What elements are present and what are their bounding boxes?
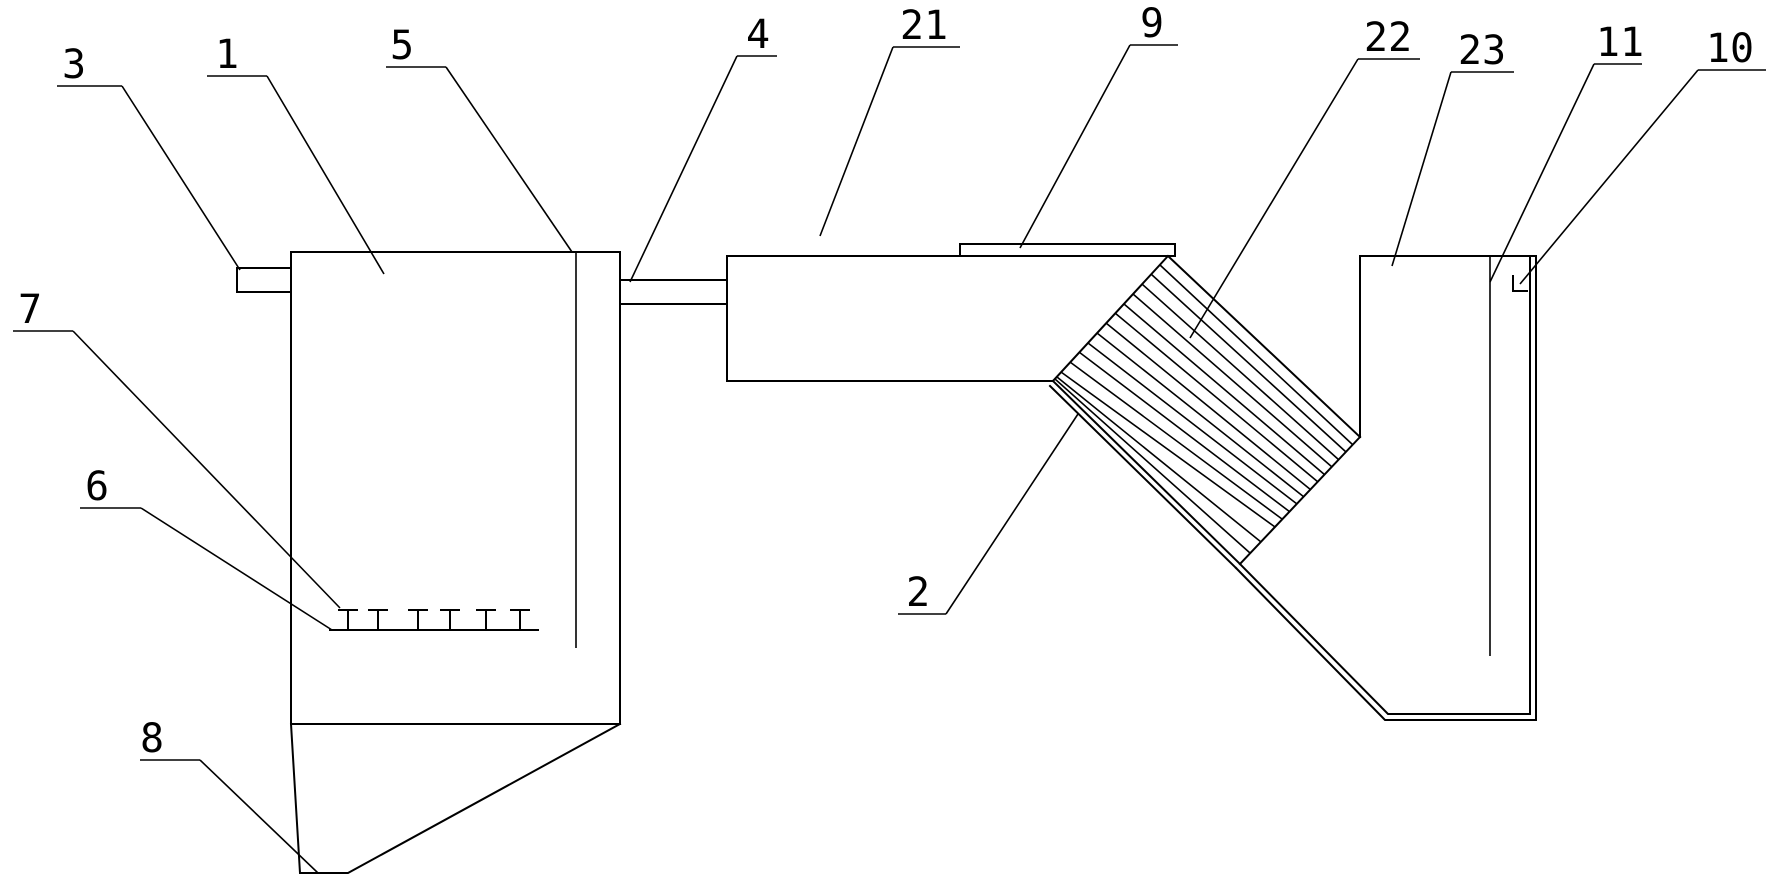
right-apparatus	[726, 243, 1537, 721]
callouts: 3 1 5 4 21 9	[13, 1, 1766, 874]
label-23: 23	[1458, 28, 1506, 74]
left-tank-body	[290, 251, 621, 725]
chamber-21-body	[726, 255, 1054, 382]
callout-6: 6	[80, 464, 333, 631]
label-8: 8	[140, 716, 164, 762]
callout-23: 23	[1391, 28, 1514, 267]
callout-21: 21	[819, 3, 960, 237]
label-7: 7	[18, 287, 42, 333]
callout-3: 3	[57, 42, 241, 271]
callout-22: 22	[1189, 15, 1420, 339]
nozzle-row	[338, 609, 530, 631]
callout-1: 1	[207, 32, 385, 275]
label-10: 10	[1706, 26, 1754, 72]
label-11: 11	[1596, 20, 1644, 66]
bottom-hopper	[289, 722, 622, 874]
callout-4: 4	[629, 12, 777, 283]
label-4: 4	[746, 12, 770, 58]
callout-5: 5	[386, 23, 573, 253]
label-21: 21	[900, 3, 948, 49]
callout-7: 7	[13, 287, 341, 609]
left-tank	[236, 251, 622, 874]
chamber-23-outer-wall	[1234, 255, 1537, 721]
callout-10: 10	[1519, 26, 1766, 285]
callout-9: 9	[1019, 1, 1178, 249]
callout-2: 2	[898, 413, 1079, 616]
finned-section-22	[1048, 254, 1362, 570]
label-2: 2	[906, 570, 930, 616]
callout-8: 8	[140, 716, 319, 874]
top-plate	[959, 243, 1176, 257]
label-9: 9	[1140, 1, 1164, 47]
label-1: 1	[215, 32, 239, 78]
settling-chamber-23	[1234, 255, 1537, 721]
corner-marker	[1512, 275, 1528, 292]
inlet-pipe	[236, 267, 292, 293]
label-22: 22	[1364, 15, 1412, 61]
connecting-pipe	[619, 279, 728, 305]
label-5: 5	[390, 23, 414, 69]
label-6: 6	[85, 464, 109, 510]
callout-11: 11	[1489, 20, 1644, 283]
chamber-23-outline	[1238, 255, 1531, 715]
label-3: 3	[62, 42, 86, 88]
